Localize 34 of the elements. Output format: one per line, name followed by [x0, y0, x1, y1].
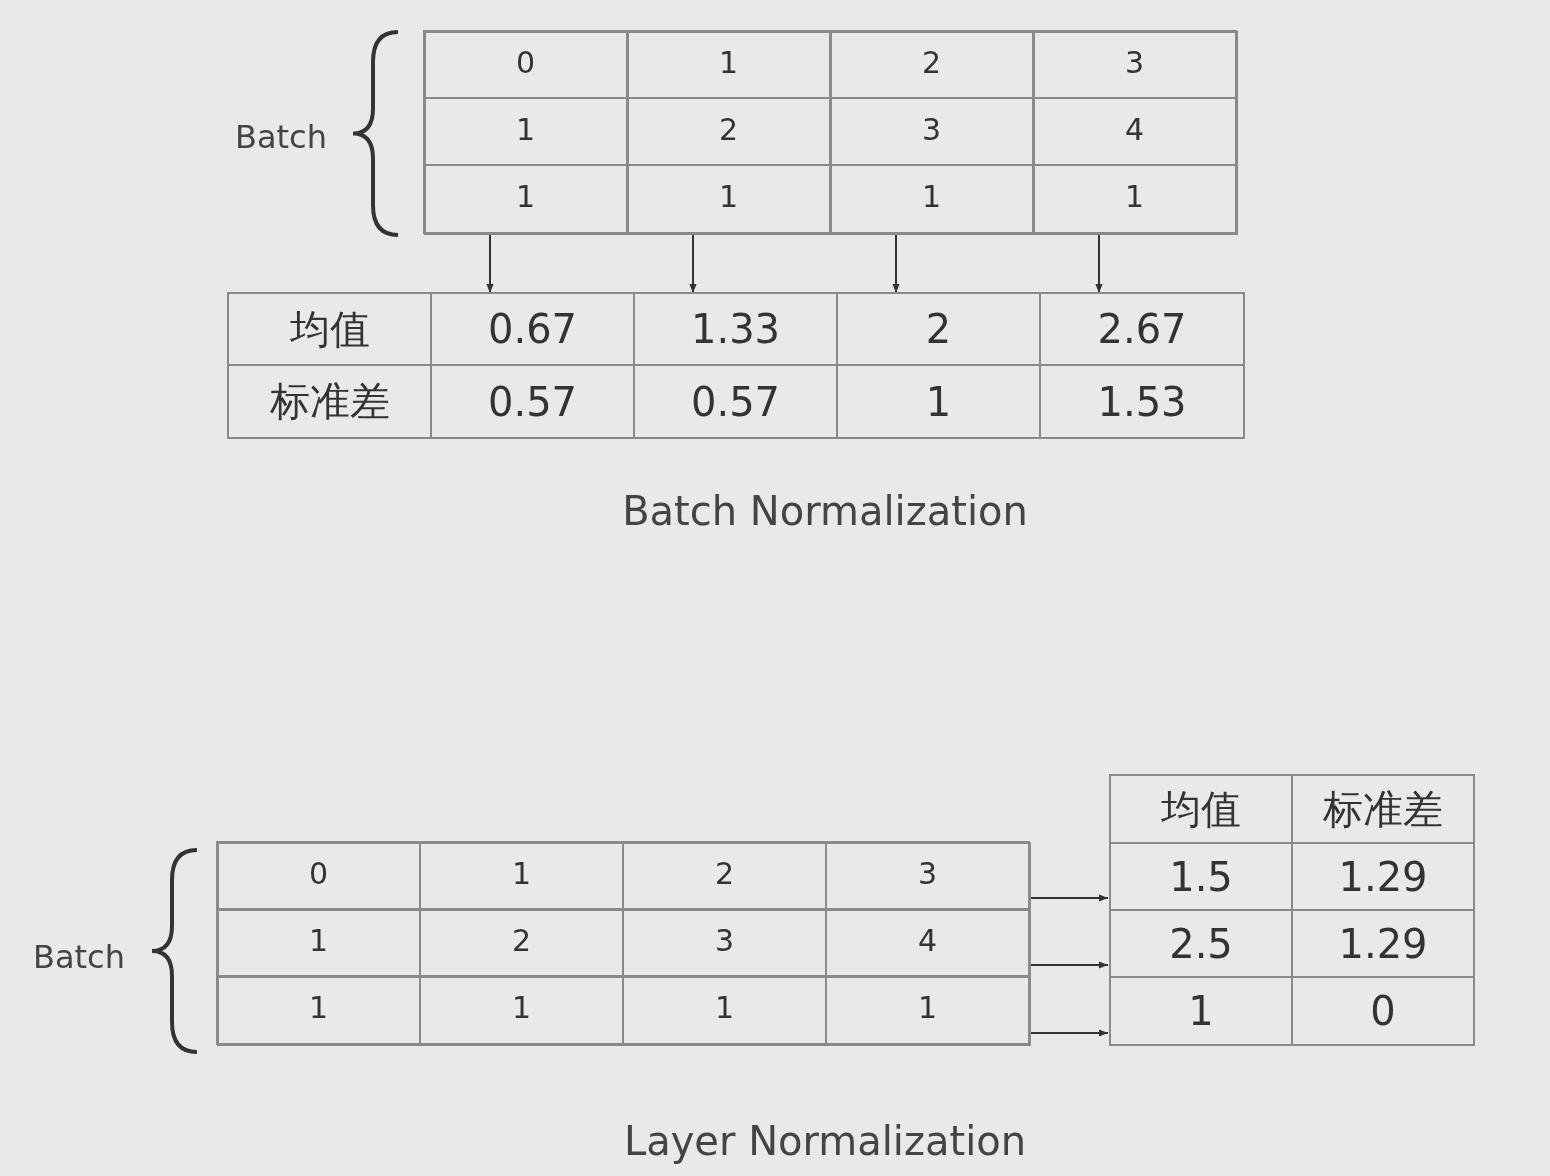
- table-cell: 2.67: [1039, 292, 1245, 366]
- table-cell: 1: [825, 975, 1030, 1045]
- table-cell: 1: [1109, 976, 1293, 1046]
- brace-label: Batch: [235, 117, 327, 156]
- arrow: [1029, 894, 1109, 902]
- arrow: [486, 233, 494, 294]
- arrow: [1095, 233, 1103, 294]
- table-cell: 3: [1032, 30, 1237, 99]
- table-cell: 标准差: [1291, 774, 1475, 844]
- caption: Layer Normalization: [623, 1118, 1027, 1164]
- arrow: [892, 233, 900, 294]
- arrow: [1029, 1029, 1109, 1037]
- table-cell: 1: [1032, 164, 1237, 234]
- table-cell: 均值: [227, 292, 432, 366]
- table-column: [217, 842, 1031, 911]
- table-cell: 0: [1291, 976, 1475, 1046]
- table-cell: 标准差: [227, 364, 432, 439]
- table-column: [217, 976, 1031, 1046]
- arrow: [1029, 961, 1109, 969]
- table-cell: 1: [423, 164, 628, 234]
- table-column: [830, 31, 1035, 235]
- table-column: [217, 909, 1031, 978]
- table-column: [1033, 31, 1238, 235]
- arrow: [689, 233, 697, 294]
- table-column: [424, 31, 629, 235]
- caption: Batch Normalization: [622, 488, 1028, 534]
- table-cell: 0: [216, 841, 421, 910]
- table-cell: 1: [216, 975, 421, 1045]
- table-column: [627, 31, 832, 235]
- table-cell: 均值: [1109, 774, 1293, 844]
- table-cell: 0: [423, 30, 628, 99]
- table-cell: 1.53: [1039, 364, 1245, 439]
- brace-label: Batch: [33, 937, 125, 976]
- table-cell: 3: [825, 841, 1030, 910]
